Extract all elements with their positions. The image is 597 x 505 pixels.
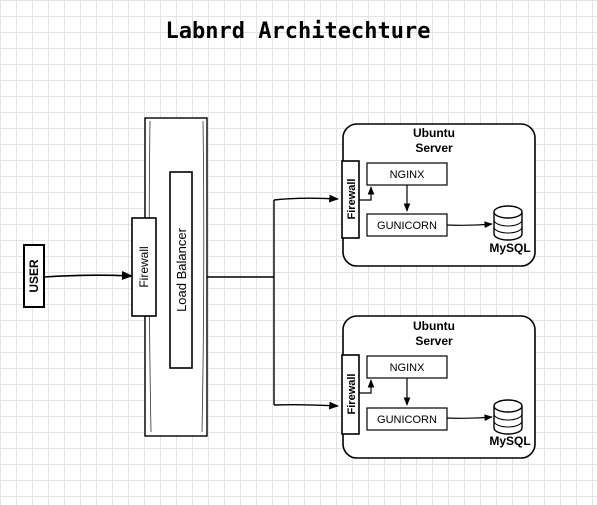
gunicorn-to-mysql-arrow bbox=[446, 414, 493, 422]
firewall-to-nginx-arrow bbox=[359, 379, 375, 394]
ubuntu-server-2[interactable]: Ubuntu Server Firewall NGINX GUNICORN My… bbox=[341, 315, 536, 459]
mysql-label: MySQL bbox=[489, 241, 530, 255]
nginx-label: NGINX bbox=[390, 169, 426, 181]
firewall-node[interactable]: Firewall bbox=[131, 217, 157, 317]
load-balancer-label: Load Balancer bbox=[174, 227, 189, 312]
firewall-to-nginx-arrow bbox=[359, 186, 375, 201]
server-firewall[interactable]: Firewall bbox=[341, 160, 360, 239]
server-title-line1: Ubuntu bbox=[413, 319, 455, 333]
server-title-line1: Ubuntu bbox=[413, 126, 455, 140]
server-title-line2: Server bbox=[415, 334, 453, 348]
mysql-label: MySQL bbox=[489, 434, 530, 448]
load-balancer-node[interactable]: Load Balancer bbox=[169, 171, 193, 369]
nginx-node[interactable]: NGINX bbox=[366, 355, 448, 379]
nginx-label: NGINX bbox=[390, 362, 426, 374]
user-to-firewall-arrow bbox=[43, 271, 134, 280]
ubuntu-server-1[interactable]: Ubuntu Server Firewall NGINX GUNICORN My… bbox=[341, 123, 536, 267]
lb-to-server1-arrow bbox=[273, 194, 339, 203]
gunicorn-label: GUNICORN bbox=[377, 220, 437, 232]
gunicorn-node[interactable]: GUNICORN bbox=[366, 213, 448, 237]
user-node[interactable]: USER bbox=[23, 244, 45, 308]
nginx-node[interactable]: NGINX bbox=[366, 162, 448, 186]
server-firewall-label: Firewall bbox=[346, 179, 358, 220]
user-label: USER bbox=[27, 259, 41, 293]
diagram-title: Labnrd Architechture bbox=[166, 19, 431, 44]
server-title-line2: Server bbox=[415, 141, 453, 155]
mysql-database-icon bbox=[493, 399, 523, 435]
server-firewall-label: Firewall bbox=[346, 374, 358, 415]
lb-to-server2-arrow bbox=[273, 401, 339, 410]
gunicorn-node[interactable]: GUNICORN bbox=[366, 407, 448, 431]
server-firewall[interactable]: Firewall bbox=[341, 354, 360, 435]
gunicorn-label: GUNICORN bbox=[377, 414, 437, 426]
gunicorn-to-mysql-arrow bbox=[446, 221, 493, 229]
mysql-database-icon bbox=[493, 205, 523, 241]
firewall-label: Firewall bbox=[137, 246, 151, 287]
